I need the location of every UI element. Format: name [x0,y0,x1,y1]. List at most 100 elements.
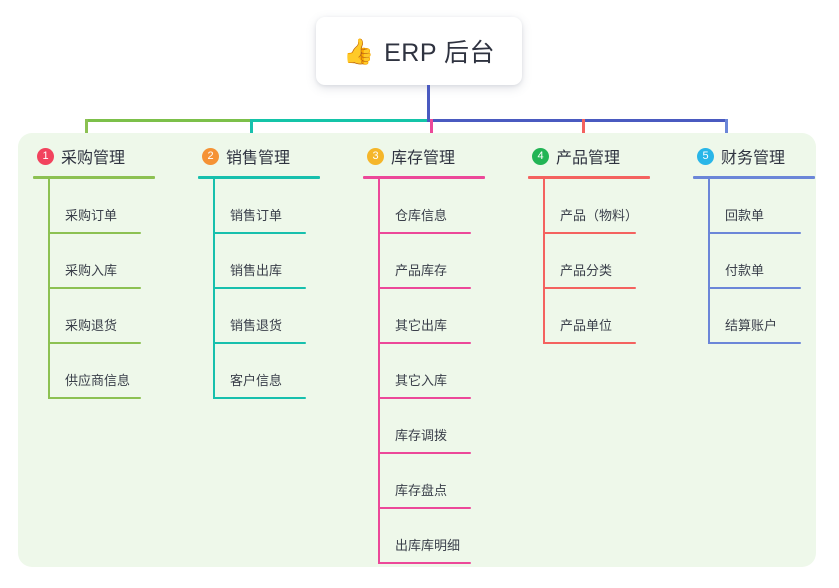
branch-number-badge: 4 [532,147,549,165]
branch-item-rule [378,232,471,234]
connector-trunk [427,85,430,122]
connector-drop-2 [250,119,253,143]
branch-item-label: 采购退货 [65,318,118,333]
branch-item[interactable]: 产品单位 [543,289,678,344]
branch-item-label: 其它入库 [395,373,448,388]
branch-item-rule [378,562,471,564]
branch-item[interactable]: 采购入库 [48,234,183,289]
branch-item[interactable]: 产品库存 [378,234,513,289]
branch-item-label: 产品（物料） [560,208,639,223]
branch-item-rule [213,287,306,289]
branch-item[interactable]: 供应商信息 [48,344,183,399]
branch-stem-line [48,179,50,399]
branch-number-badge: 2 [202,147,219,165]
branch-item-label: 产品库存 [395,263,448,278]
branch-item-label: 销售出库 [230,263,283,278]
branch-item-rule [378,507,471,509]
branch-column-财务管理: 5 财务管理回款单付款单结算账户 [693,143,839,344]
branch-item[interactable]: 销售订单 [213,179,348,234]
root-node-card[interactable]: 👍 ERP 后台 [316,17,522,85]
branch-item-rule [48,397,141,399]
branch-header-rule [528,176,650,179]
branch-item[interactable]: 客户信息 [213,344,348,399]
branch-item-rule [378,397,471,399]
connector-bar-right [427,119,728,122]
connector-drop-1 [85,119,88,143]
branch-item[interactable]: 产品（物料） [543,179,678,234]
branch-item[interactable]: 销售退货 [213,289,348,344]
root-node-title: ERP 后台 [384,39,496,67]
branch-item-label: 仓库信息 [395,208,448,223]
branch-item-label: 付款单 [725,263,765,278]
branch-item-rule [48,232,141,234]
branch-title: 采购管理 [61,150,126,167]
branch-item[interactable]: 采购退货 [48,289,183,344]
branch-item-rule [213,232,306,234]
branch-item[interactable]: 采购订单 [48,179,183,234]
branch-item-list: 产品（物料） 产品分类产品单位 [543,179,678,344]
branch-item-rule [378,452,471,454]
branch-number-badge: 1 [37,147,54,165]
branch-title: 产品管理 [556,150,621,167]
branch-stem-line [543,179,545,344]
branch-title: 财务管理 [721,150,786,167]
branch-item-rule [708,232,801,234]
branch-header-rule [363,176,485,179]
branch-item[interactable]: 其它入库 [378,344,513,399]
branch-item-rule [378,287,471,289]
branch-stem-line [213,179,215,399]
connector-drop-4 [582,119,585,143]
branch-item-label: 库存盘点 [395,483,448,498]
branch-item-label: 客户信息 [230,373,283,388]
branch-header-财务管理[interactable]: 5 财务管理 [693,143,839,169]
branch-header-rule [33,176,155,179]
branch-item-rule [708,287,801,289]
branch-item-label: 销售退货 [230,318,283,333]
branch-header-销售管理[interactable]: 2 销售管理 [198,143,348,169]
branch-stem-line [708,179,710,344]
branch-item-label: 结算账户 [725,318,778,333]
branch-item-label: 其它出库 [395,318,448,333]
branch-item-list: 采购订单采购入库采购退货供应商信息 [48,179,183,399]
branch-item-rule [48,342,141,344]
branch-header-rule [693,176,815,179]
branch-item[interactable]: 结算账户 [708,289,839,344]
branch-item-rule [213,397,306,399]
branch-item-label: 采购订单 [65,208,118,223]
thumbs-up-icon: 👍 [342,37,375,66]
branch-header-采购管理[interactable]: 1 采购管理 [33,143,183,169]
branch-item-list: 回款单付款单结算账户 [708,179,839,344]
connector-bar-left [85,119,250,122]
branch-number-badge: 5 [697,147,714,165]
branch-item-label: 产品单位 [560,318,613,333]
branch-item[interactable]: 库存调拨 [378,399,513,454]
branch-item-label: 回款单 [725,208,765,223]
branch-column-采购管理: 1 采购管理采购订单采购入库采购退货供应商信息 [33,143,183,399]
branch-column-销售管理: 2 销售管理销售订单销售出库销售退货客户信息 [198,143,348,399]
branch-item[interactable]: 回款单 [708,179,839,234]
connector-drop-3 [430,119,433,143]
branches-panel [18,133,816,567]
branch-item[interactable]: 其它出库 [378,289,513,344]
branch-item[interactable]: 出库库明细 [378,509,513,564]
branch-item-rule [378,342,471,344]
branch-stem-line [378,179,380,564]
branch-item-label: 产品分类 [560,263,613,278]
branch-title: 销售管理 [226,150,291,167]
branch-item[interactable]: 库存盘点 [378,454,513,509]
branch-item-label: 出库库明细 [395,538,461,553]
branch-item[interactable]: 付款单 [708,234,839,289]
branch-title: 库存管理 [391,150,456,167]
branch-header-产品管理[interactable]: 4 产品管理 [528,143,678,169]
branch-item[interactable]: 仓库信息 [378,179,513,234]
branch-item-rule [543,232,636,234]
branch-item[interactable]: 产品分类 [543,234,678,289]
branch-item-label: 库存调拨 [395,428,448,443]
connector-drop-5 [725,119,728,143]
branch-item-list: 销售订单销售出库销售退货客户信息 [213,179,348,399]
branch-item-rule [48,287,141,289]
branch-item[interactable]: 销售出库 [213,234,348,289]
